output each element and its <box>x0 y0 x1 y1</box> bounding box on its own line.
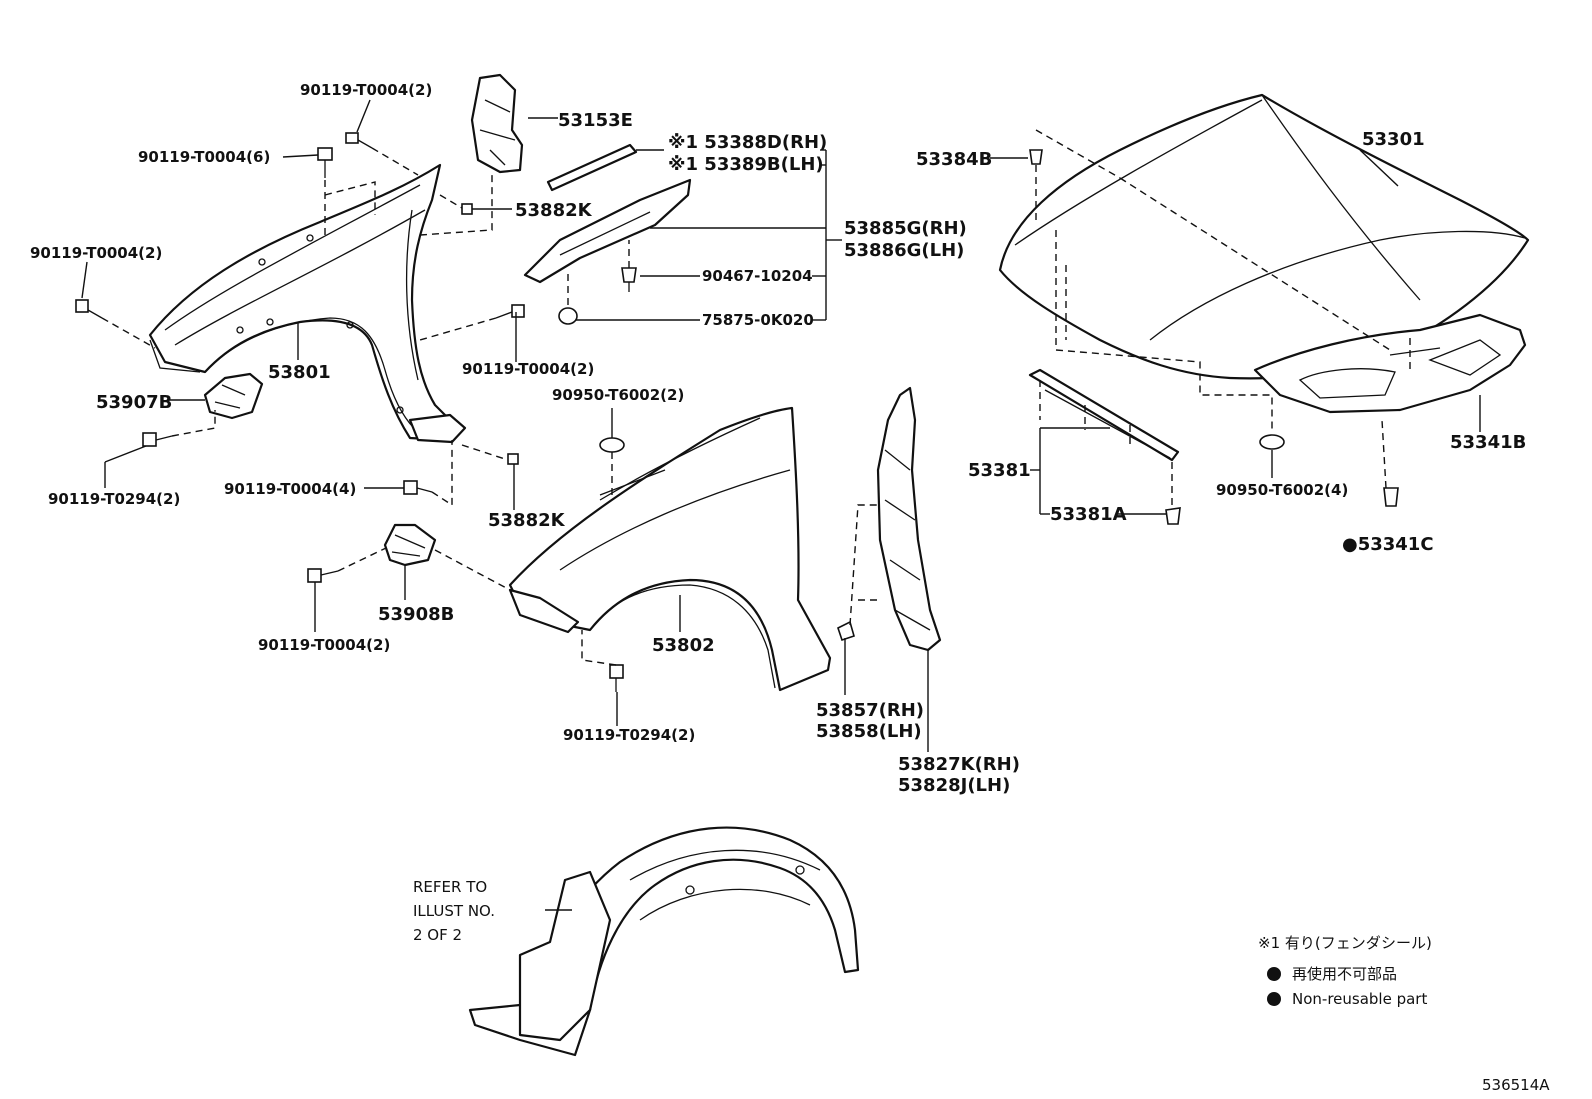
label-90119-T0004-4: 90119-T0004(4) <box>224 480 356 498</box>
label-53153E: 53153E <box>558 110 633 131</box>
refer-line-2: ILLUST NO. <box>413 902 495 920</box>
label-53381: 53381 <box>968 460 1031 481</box>
label-53886G: 53886G(LH) <box>844 240 964 261</box>
refer-line-1: REFER TO <box>413 878 487 896</box>
bracket-53908B <box>383 523 437 567</box>
hood-53301 <box>998 93 1530 380</box>
label-53384B: 53384B <box>916 149 992 170</box>
bolt-icon <box>403 480 433 495</box>
bolt-icon <box>317 147 333 178</box>
label-90119-T0004-2d: 90119-T0004(2) <box>258 636 390 654</box>
label-90950-T6002-4: 90950-T6002(4) <box>1216 481 1348 499</box>
seal-53827K <box>876 386 942 652</box>
label-90119-T0004-2b: 90119-T0004(2) <box>30 244 162 262</box>
label-53857: 53857(RH) <box>816 700 924 721</box>
fasteners <box>75 132 1399 692</box>
clip-icon <box>1165 507 1181 525</box>
bolt-icon <box>307 568 339 583</box>
label-90119-T0294-2a: 90119-T0294(2) <box>48 490 180 508</box>
label-75875-0K020: 75875-0K020 <box>702 311 814 329</box>
grommet-icon <box>1259 434 1285 450</box>
clip-icon <box>461 203 473 215</box>
insulator-53341B <box>1253 313 1527 414</box>
legend-note-1: ※1 有り(フェンダシール) <box>1258 934 1432 952</box>
clip-icon <box>837 620 855 642</box>
label-90119-T0004-6: 90119-T0004(6) <box>138 148 270 166</box>
fender-53802 <box>508 406 832 692</box>
legend-note-3: Non-reusable part <box>1292 990 1427 1008</box>
label-90119-T0294-2b: 90119-T0294(2) <box>563 726 695 744</box>
clip-icon <box>1383 487 1399 507</box>
legend: ※1 有り(フェンダシール) 再使用不可部品 Non-reusable part <box>1258 934 1432 1008</box>
label-53802: 53802 <box>652 635 715 656</box>
label-53389B: ※1 53389B(LH) <box>668 154 824 175</box>
clip-icon <box>507 453 519 465</box>
bolt-icon <box>609 664 624 692</box>
label-53301: 53301 <box>1362 129 1425 150</box>
non-reusable-bullet-icon <box>1267 992 1281 1006</box>
clip-icon <box>1029 149 1043 165</box>
label-53341B: 53341B <box>1450 432 1526 453</box>
refer-line-3: 2 OF 2 <box>413 926 462 944</box>
label-53908B: 53908B <box>378 604 454 625</box>
non-reusable-bullet-icon <box>1267 967 1281 981</box>
label-90950-T6002-2: 90950-T6002(2) <box>552 386 684 404</box>
illustration-id: 536514A <box>1482 1076 1550 1094</box>
grommet-icon <box>599 437 625 453</box>
leader-lines <box>81 99 1481 911</box>
bolt-icon <box>142 432 173 447</box>
label-53858: 53858(LH) <box>816 721 922 742</box>
clip-icon <box>558 307 578 325</box>
clip-icon <box>621 267 637 292</box>
assembly-lines <box>101 129 1411 666</box>
label-53882K-a: 53882K <box>515 200 593 221</box>
label-53907B: 53907B <box>96 392 172 413</box>
label-53341C: ●53341C <box>1342 534 1434 555</box>
legend-note-2: 再使用不可部品 <box>1292 965 1397 983</box>
fender-liner <box>468 826 860 1057</box>
label-53388D: ※1 53388D(RH) <box>668 132 827 153</box>
label-90119-T0004-2c: 90119-T0004(2) <box>462 360 594 378</box>
refer-note: REFER TO ILLUST NO. 2 OF 2 <box>413 878 495 944</box>
label-90467-10204: 90467-10204 <box>702 267 813 285</box>
label-53801: 53801 <box>268 362 331 383</box>
fender-53801 <box>148 163 467 444</box>
label-53381A: 53381A <box>1050 504 1127 525</box>
bolt-icon <box>495 304 525 319</box>
bolt-icon <box>75 299 103 319</box>
label-90119-T0004-2a: 90119-T0004(2) <box>300 81 432 99</box>
label-53828J: 53828J(LH) <box>898 775 1010 796</box>
seal-53885G <box>523 143 692 284</box>
label-53827K: 53827K(RH) <box>898 754 1020 775</box>
seal-53381 <box>1028 368 1180 462</box>
label-53882K-b: 53882K <box>488 510 566 531</box>
bracket-53153E <box>470 73 524 174</box>
bolt-icon <box>345 132 373 149</box>
bracket-53907B <box>203 372 264 420</box>
part-labels: 90119-T0004(2) 90119-T0004(6) 90119-T000… <box>30 81 1526 796</box>
label-53885G: 53885G(RH) <box>844 218 967 239</box>
